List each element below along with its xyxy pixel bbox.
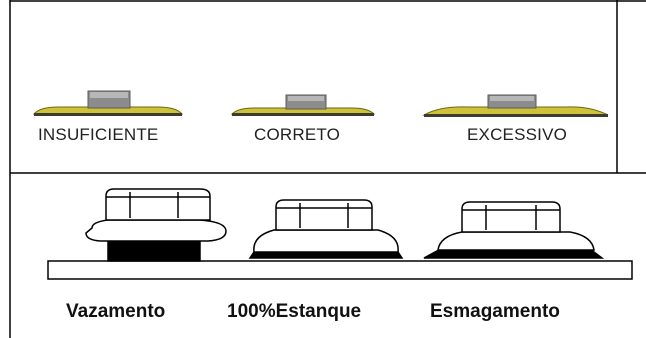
fitting-estanque [248,199,404,259]
washer-insuficiente [32,90,184,116]
label-estanque: 100%Estanque [227,301,362,322]
label-insuficiente: INSUFICIENTE [38,125,159,144]
label-correto: CORRETO [254,125,341,144]
label-vazamento: Vazamento [66,301,166,322]
frame [9,0,646,338]
fitting-vazamento [85,188,227,262]
base-plate [47,260,633,280]
label-esmagamento: Esmagamento [430,301,560,322]
washer-correto [230,94,376,116]
washer-excessivo [422,94,609,117]
label-excessivo: EXCESSIVO [467,125,568,144]
fitting-esmagamento [423,201,605,259]
